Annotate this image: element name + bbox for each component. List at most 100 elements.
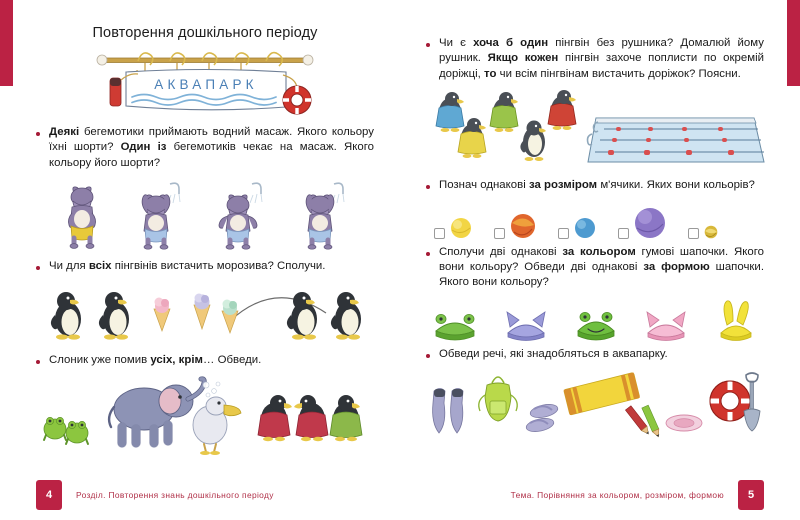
elephant-washing-illustration xyxy=(36,375,374,456)
plate xyxy=(665,414,703,432)
task-hippos-text: Деякі бегемотики приймають водний масаж.… xyxy=(49,126,374,169)
ball-blue xyxy=(575,217,595,238)
elephant xyxy=(107,376,221,448)
ball-yellow xyxy=(451,217,471,238)
ball-purple xyxy=(635,207,665,238)
hippo-shower-1 xyxy=(134,179,186,250)
banner-word: АКВАПАРК xyxy=(154,77,257,92)
penguin-no-towel xyxy=(520,120,546,162)
hippo-shower-3 xyxy=(298,179,350,250)
ball-small-yellow xyxy=(704,225,718,238)
task-elephant-washing: Слоник уже помив усіх, крім… Обведи. xyxy=(36,353,374,368)
ball-checkbox-blue[interactable] xyxy=(558,227,569,239)
connector-arc xyxy=(229,296,327,322)
ball-option-small-yellow xyxy=(688,225,718,239)
left-footer-note: Розділ. Повторення знань дошкільного пер… xyxy=(76,490,274,500)
pelican-beak xyxy=(223,404,242,417)
ball-option-blue xyxy=(558,217,596,239)
aquapark-items-illustration xyxy=(426,369,764,439)
task-balls-size: Познач однакові за розміром м'ячики. Яки… xyxy=(426,178,764,193)
bullet-marker xyxy=(426,185,430,190)
pencils xyxy=(625,405,660,438)
penguin-towel-green xyxy=(329,395,363,442)
bullet-marker xyxy=(426,43,430,47)
task-aquapark-items-text: Обведи речі, які знадобляться в аквапарк… xyxy=(439,347,668,360)
bullet-marker xyxy=(36,359,40,364)
hippo-shower-2 xyxy=(216,179,268,250)
penguins-icecream-illustration xyxy=(36,281,374,345)
penguin-towel-red xyxy=(294,395,329,442)
frog xyxy=(43,417,67,442)
balls-illustration xyxy=(426,203,764,239)
elephant-ear xyxy=(158,387,182,415)
shovel xyxy=(743,372,761,432)
penguin-towel-red xyxy=(257,395,292,442)
task-penguins-icecream: Чи для всіх пінгвінів вистачить морозива… xyxy=(36,259,374,274)
task-aquapark-items: Обведи речі, які знадобляться в аквапарк… xyxy=(426,347,764,362)
penguin xyxy=(286,291,317,340)
bullet-marker xyxy=(36,266,40,271)
ball-option-purple xyxy=(618,207,666,239)
frog xyxy=(65,421,89,446)
flippers xyxy=(432,388,464,434)
banner-life-ring xyxy=(282,74,312,115)
left-page-footer: 4 Розділ. Повторення знань дошкільного п… xyxy=(36,480,274,510)
left-page: Повторення дошкільного періоду xyxy=(36,25,374,510)
page-number-badge-left: 4 xyxy=(36,480,62,510)
cap-cat-purple xyxy=(506,310,546,341)
task-penguins-pool-text: Чи є хоча б один пінгвін без рушника? До… xyxy=(439,37,764,80)
cap-frog-green xyxy=(435,313,475,341)
icecream-mint xyxy=(221,299,239,334)
icecream-pink xyxy=(153,297,171,332)
caps-row xyxy=(426,299,764,341)
ball-checkbox-yellow[interactable] xyxy=(434,227,445,239)
task-balls-size-text: Познач однакові за розміром м'ячики. Яки… xyxy=(439,179,755,192)
bullet-marker xyxy=(426,353,430,358)
right-edge-accent-bar xyxy=(787,0,800,86)
beach-mat xyxy=(563,372,640,416)
task-penguins-icecream-text: Чи для всіх пінгвінів вистачить морозива… xyxy=(49,260,326,273)
apron xyxy=(478,376,518,422)
ball-checkbox-purple[interactable] xyxy=(618,227,629,239)
penguin xyxy=(98,291,129,340)
ball-checkbox-orange[interactable] xyxy=(494,227,505,239)
cap-cat-pink xyxy=(646,310,686,341)
swimming-pool xyxy=(586,117,765,163)
task-swim-caps-text: Сполучи дві однакові за кольором гумові … xyxy=(439,245,765,289)
left-edge-accent-bar xyxy=(0,0,13,86)
task-hippos: Деякі бегемотики приймають водний масаж.… xyxy=(36,125,374,171)
ball-orange xyxy=(511,213,535,238)
right-page-footer: Тема. Порівняння за кольором, розміром, … xyxy=(511,480,764,510)
page-number-badge-right: 5 xyxy=(738,480,764,510)
penguin xyxy=(330,291,361,340)
ball-checkbox-small-yellow[interactable] xyxy=(688,227,699,239)
cap-frog-green-2 xyxy=(577,311,615,341)
task-elephant-washing-text: Слоник уже помив усіх, крім… Обведи. xyxy=(49,353,262,366)
life-ring xyxy=(709,380,751,422)
hippo-waiting xyxy=(60,179,104,249)
pelican xyxy=(192,396,242,456)
icecream-lilac xyxy=(193,293,211,330)
right-footer-note: Тема. Порівняння за кольором, розміром, … xyxy=(510,490,724,500)
right-page: Чи є хоча б один пінгвін без рушника? До… xyxy=(400,0,800,520)
ball-option-orange xyxy=(494,213,536,239)
bullet-marker xyxy=(36,132,40,136)
task-penguins-pool: Чи є хоча б один пінгвін без рушника? До… xyxy=(426,36,764,82)
task-swim-caps: Сполучи дві однакові за кольором гумові … xyxy=(426,245,764,291)
penguin xyxy=(50,291,81,340)
balls-row xyxy=(426,203,764,239)
bullet-marker xyxy=(426,251,430,256)
page-title: Повторення дошкільного періоду xyxy=(92,25,318,41)
ball-option-yellow xyxy=(434,217,472,239)
cap-bunny-yellow xyxy=(720,300,752,341)
slippers xyxy=(525,404,559,433)
hippos-illustration xyxy=(36,179,374,250)
penguin-towel-blue xyxy=(435,92,465,133)
aquapark-banner: АКВАПАРК xyxy=(36,45,374,119)
penguin-towel-green xyxy=(489,92,519,133)
banner-towel xyxy=(109,77,122,107)
penguin-towel-yellow xyxy=(457,118,487,159)
penguins-pool-illustration xyxy=(426,90,765,170)
penguin-towel-red xyxy=(547,90,577,131)
